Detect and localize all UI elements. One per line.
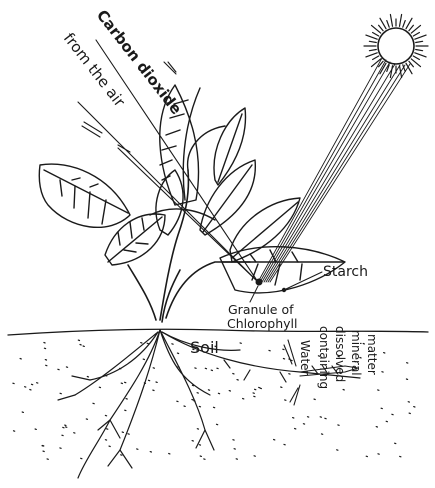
- mineral-label: mineral: [349, 330, 363, 376]
- sun-ray: [416, 41, 423, 42]
- granule-label-line2: Chlorophyll: [227, 316, 297, 331]
- sun-ray: [366, 53, 377, 57]
- sun-ray: [409, 25, 414, 30]
- sun-ray: [373, 56, 379, 60]
- sun-ray: [379, 25, 384, 30]
- sun-ray: [415, 35, 426, 39]
- sun-ray: [387, 21, 389, 28]
- sun-ray: [369, 41, 376, 42]
- dissolved-label: dissolved: [333, 326, 347, 382]
- sunlight-beam: [258, 58, 410, 282]
- granule-label-line1: Granule of: [228, 302, 294, 317]
- matter-label: matter: [365, 334, 379, 375]
- sun-ray: [413, 33, 419, 37]
- starch-label: Starch: [323, 264, 368, 280]
- sun-ray: [373, 33, 379, 37]
- containing-label: containing: [317, 326, 331, 389]
- sun-ray: [413, 56, 419, 60]
- carbon-dioxide-label: Carbon dioxide: [93, 6, 186, 117]
- sun-ray: [390, 15, 392, 27]
- sun: [364, 15, 428, 78]
- sun-ray: [400, 15, 402, 27]
- soil-label: Soil: [190, 338, 219, 357]
- sun-ray: [403, 21, 405, 28]
- water-label: Water: [298, 340, 312, 376]
- sun-ray: [369, 50, 376, 51]
- sun-ray: [416, 50, 423, 51]
- sun-ray: [415, 53, 426, 57]
- sun-ray: [366, 35, 377, 39]
